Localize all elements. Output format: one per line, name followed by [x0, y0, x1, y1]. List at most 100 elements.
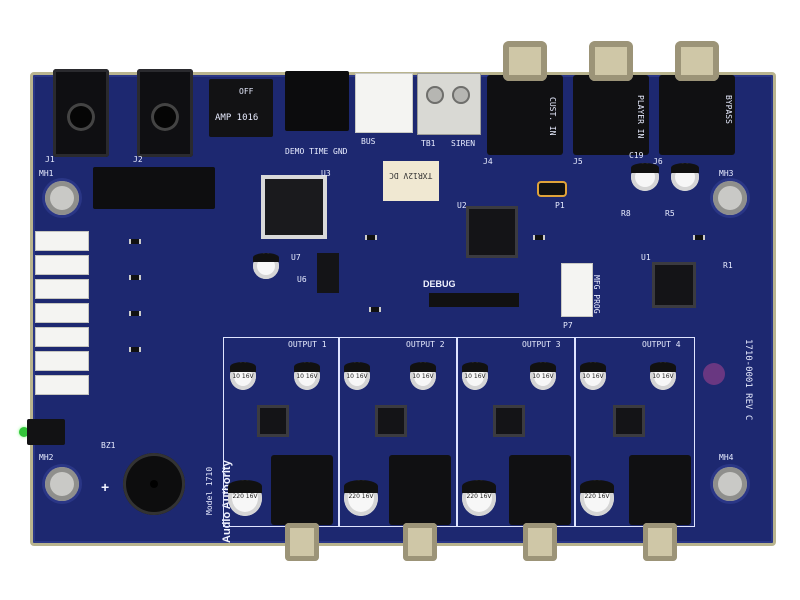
dc-jack-hole [151, 103, 179, 131]
output-label: OUTPUT 3 [522, 340, 561, 349]
output-label: OUTPUT 2 [406, 340, 445, 349]
label-u3: U3 [321, 169, 331, 178]
smd-component [533, 235, 545, 240]
capacitor-value: 220 16V [584, 493, 610, 500]
capacitor-stripe [344, 362, 370, 372]
mounting-hole [713, 467, 747, 501]
label-mfg-prog: MFG PROG [592, 275, 601, 314]
part-number: 1710-0001 REV C [743, 339, 753, 421]
label-j2: J2 [133, 155, 143, 164]
output-section-3: OUTPUT 3 10 16V 10 16V 220 16V [457, 337, 575, 527]
capacitor-small: 10 16V [230, 362, 256, 390]
ic-u6 [317, 253, 339, 293]
capacitor-value: 220 16V [466, 493, 492, 500]
smd-component [129, 239, 141, 244]
label-j6: J6 [653, 157, 663, 166]
capacitor-value: 220 16V [232, 493, 258, 500]
capacitor-small: 10 16V [462, 362, 488, 390]
rca-barrel [589, 41, 633, 81]
label-j1: J1 [45, 155, 55, 164]
label-r5: R5 [665, 209, 675, 218]
audio-ic-u1 [655, 265, 693, 305]
capacitor-value: 10 16V [464, 373, 486, 380]
capacitor-u7-area [253, 253, 279, 279]
label-p7: P7 [563, 321, 573, 330]
output-amp-ic [616, 408, 642, 434]
led-holder [27, 419, 65, 445]
label-j5: J5 [573, 157, 583, 166]
capacitor-stripe [253, 253, 279, 263]
capacitor-stripe [462, 362, 488, 372]
rca-input-player [573, 41, 649, 155]
label-tb1: TB1 [421, 139, 436, 148]
capacitor-stripe [344, 480, 378, 493]
capacitor-small: 10 16V [344, 362, 370, 390]
label-mh2: MH2 [39, 453, 54, 462]
label-u1: U1 [641, 253, 651, 262]
rca-input-cust [487, 41, 563, 155]
mounting-hole [713, 181, 747, 215]
rca-barrel [675, 41, 719, 81]
capacitor-value: 10 16V [652, 373, 674, 380]
output-amp-ic [260, 408, 286, 434]
edge-connector-pin [35, 303, 89, 323]
edge-connector-pin [35, 375, 89, 395]
power-regulator-chip [261, 175, 327, 239]
label-cust-in: CUST. IN [548, 97, 557, 136]
label-p1: P1 [555, 201, 565, 210]
buzzer-plus-sign: + [101, 479, 110, 495]
smd-component [129, 347, 141, 352]
jumper-p1 [539, 183, 565, 195]
smd-component [693, 235, 705, 240]
output-section-2: OUTPUT 2 10 16V 10 16V 220 16V [339, 337, 457, 527]
label-u2: U2 [457, 201, 467, 210]
label-mh1: MH1 [39, 169, 54, 178]
label-j4: J4 [483, 157, 493, 166]
capacitor-stripe [650, 362, 676, 372]
output-label: OUTPUT 4 [642, 340, 681, 349]
mounting-hole [45, 181, 79, 215]
capacitor-stripe [580, 362, 606, 372]
capacitor-stripe [230, 362, 256, 372]
capacitor-value: 10 16V [232, 373, 254, 380]
status-led [19, 427, 29, 437]
capacitor-small: 10 16V [294, 362, 320, 390]
debug-pin-header [429, 293, 519, 307]
label-r1: R1 [723, 261, 733, 270]
manufacturer-mark [703, 363, 725, 385]
smd-component [129, 275, 141, 280]
label-demo-time: DEMO TIME [285, 147, 329, 156]
capacitor-value: 10 16V [296, 373, 318, 380]
label-u7: U7 [291, 253, 301, 262]
label-bz1: BZ1 [101, 441, 116, 450]
microcontroller-chip [469, 209, 515, 255]
output-section-1: OUTPUT 1 10 16V 10 16V 220 16V [223, 337, 339, 527]
bus-header [355, 73, 413, 133]
capacitor-large: 220 16V [462, 480, 496, 516]
label-player-in: PLAYER IN [636, 95, 645, 139]
capacitor-stripe [580, 480, 614, 493]
output-amp-ic [378, 408, 404, 434]
smd-component [365, 235, 377, 240]
label-u6: U6 [297, 275, 307, 284]
edge-connector-pin [35, 231, 89, 251]
output-label: OUTPUT 1 [288, 340, 327, 349]
capacitor-stripe [410, 362, 436, 372]
screw-terminal [452, 86, 470, 104]
rca-barrel [403, 523, 437, 561]
capacitor-value: 220 16V [348, 493, 374, 500]
capacitor-stripe [631, 163, 659, 173]
capacitor-small: 10 16V [410, 362, 436, 390]
rca-output-4 [629, 455, 691, 561]
edge-connector-pin [35, 279, 89, 299]
rca-barrel [643, 523, 677, 561]
capacitor-stripe [671, 163, 699, 173]
capacitor-small: 10 16V [580, 362, 606, 390]
capacitor-small: 10 16V [650, 362, 676, 390]
capacitor-stripe [228, 480, 262, 493]
capacitor-value: 10 16V [346, 373, 368, 380]
label-bus: BUS [361, 137, 376, 146]
label-demo-gnd: GND [333, 147, 348, 156]
capacitor-stripe [462, 480, 496, 493]
capacitor-small: 10 16V [530, 362, 556, 390]
